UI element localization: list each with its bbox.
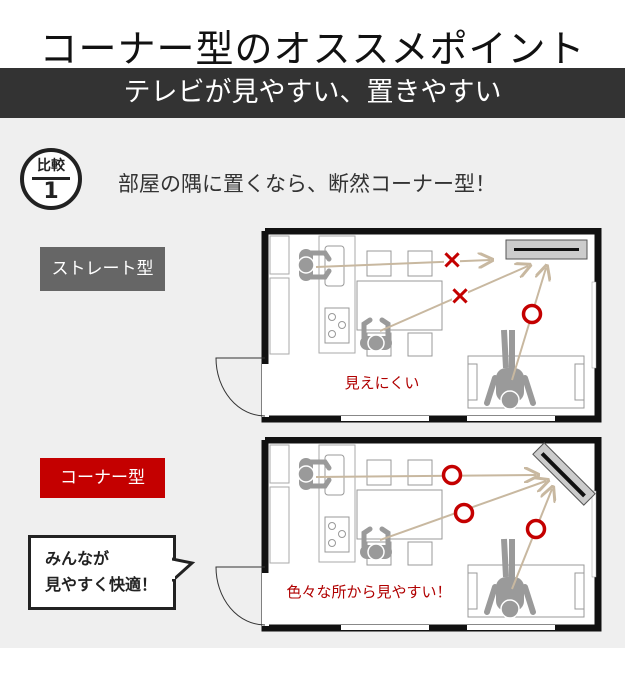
sightline-kitchen <box>315 475 536 477</box>
mark-good-sofa <box>521 303 543 325</box>
bubble-line-2: 見やすく快適！ <box>45 575 158 594</box>
badge-divider <box>32 177 70 180</box>
page-title: コーナー型のオススメポイント <box>39 27 586 71</box>
comparison-badge: 比較 1 <box>20 148 82 210</box>
badge-label: 比較 <box>37 158 65 174</box>
mark-bad-kitchen: × <box>441 245 463 275</box>
floor-plan-corner: 色々な所から見やすい！ <box>212 437 602 632</box>
sightline-sofa <box>511 489 552 590</box>
tv-corner <box>532 442 596 506</box>
comparison-heading: 部屋の隅に置くなら、断然コーナー型！ <box>118 172 496 196</box>
corner-type-label: コーナー型 <box>40 458 165 498</box>
mark-good-dining <box>453 502 475 524</box>
straight-type-label: ストレート型 <box>40 247 165 291</box>
mark-good-kitchen <box>441 464 463 486</box>
badge-number: 1 <box>43 179 59 204</box>
mark-bad-dining: × <box>449 281 471 311</box>
caption-straight: 見えにくい <box>345 374 420 392</box>
speech-bubble: みんなが 見やすく快適！ <box>28 535 176 610</box>
bubble-line-1: みんなが <box>45 549 110 568</box>
subtitle-bar: テレビが見やすい、置きやすい <box>0 68 625 118</box>
mark-good-sofa <box>525 518 547 540</box>
caption-corner: 色々な所から見やすい！ <box>286 583 451 601</box>
floor-plan-straight: × × 見えにくい <box>212 228 602 423</box>
bubble-tail <box>172 557 196 583</box>
sightline-sofa <box>511 268 546 381</box>
sightline-kitchen <box>315 260 490 267</box>
